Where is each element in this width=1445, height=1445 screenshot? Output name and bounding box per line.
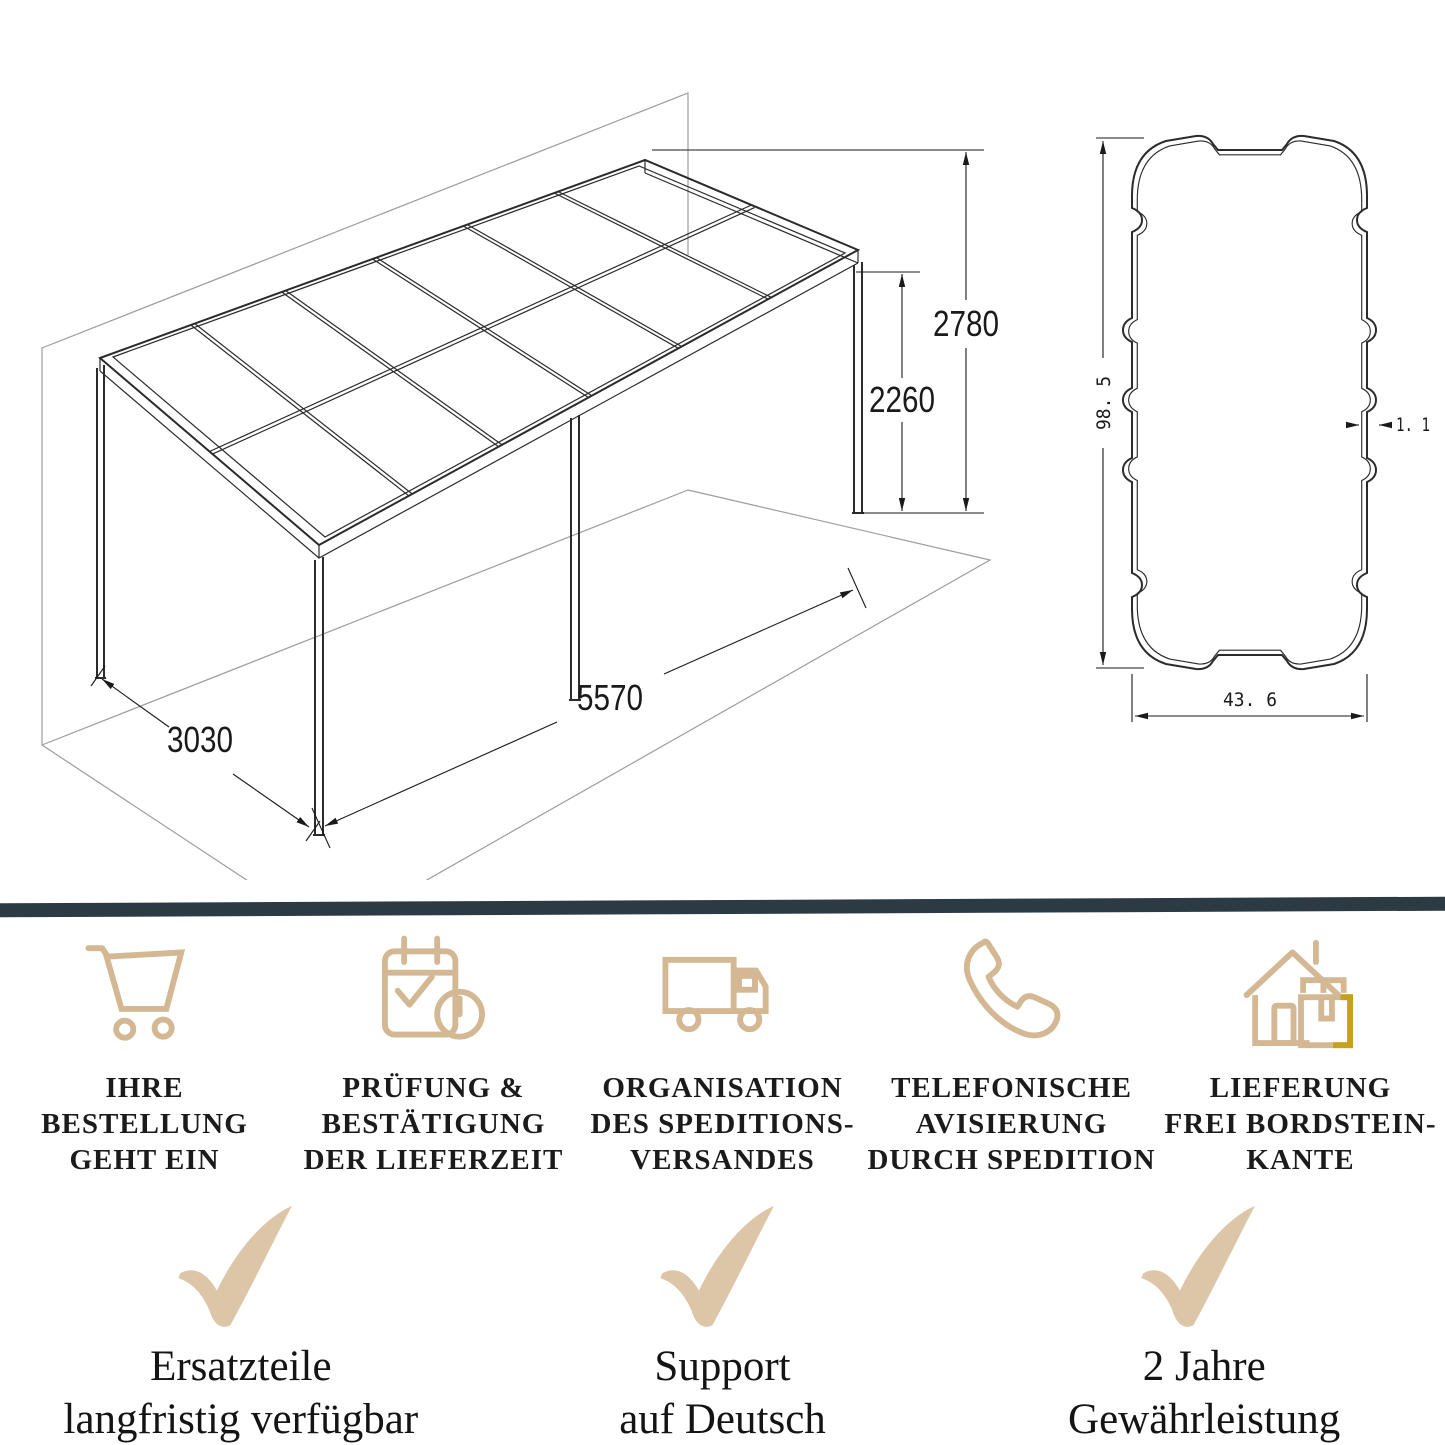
profile-dim-wall-thickness: 1. 1 (1396, 414, 1430, 436)
check-icon (178, 1205, 292, 1327)
service-step-delivery: LIEFERUNG FREI BORDSTEIN- KANTE (1156, 930, 1445, 1178)
benefit-spare-parts: Ersatzteile langfristig verfügbar (0, 1202, 482, 1445)
service-label: ORGANISATION DES SPEDITIONS- VERSANDES (591, 1070, 855, 1178)
calendar-check-icon (381, 935, 485, 1040)
benefit-label-line: Support (654, 1343, 791, 1390)
service-label: LIEFERUNG FREI BORDSTEIN- KANTE (1164, 1070, 1436, 1178)
divider-bar (0, 896, 1445, 918)
service-steps: IHRE BESTELLUNG GEHT EIN PRÜFUNG & BESTÄ… (0, 930, 1445, 1178)
service-label-line: FREI BORDSTEIN- (1164, 1108, 1437, 1140)
benefit-label: Ersatzteile langfristig verfügbar (64, 1340, 419, 1445)
benefit-label: Support auf Deutsch (619, 1340, 826, 1445)
benefit-label-line: langfristig verfügbar (63, 1396, 419, 1443)
dim-width: 5570 (577, 677, 643, 718)
benefit-label: 2 Jahre Gewährleistung (1068, 1340, 1340, 1445)
service-label-line: AVISIERUNG (915, 1108, 1108, 1140)
service-label-line: ORGANISATION (602, 1072, 843, 1104)
service-label-line: GEHT EIN (69, 1144, 220, 1176)
benefit-label-line: Ersatzteile (150, 1343, 332, 1390)
service-label-line: DURCH SPEDITION (867, 1144, 1156, 1176)
service-label: TELEFONISCHE AVISIERUNG DURCH SPEDITION (867, 1070, 1155, 1178)
benefit-label-line: Gewährleistung (1068, 1396, 1341, 1443)
cart-icon (85, 945, 185, 1041)
service-label: PRÜFUNG & BESTÄTIGUNG DER LIEFERZEIT (304, 1070, 564, 1178)
benefits: Ersatzteile langfristig verfügbar Suppor… (0, 1202, 1445, 1445)
technical-drawing: 2780 2260 5570 3030 98. 5 (41, 92, 1430, 880)
profile-dim-height: 98. 5 (1093, 376, 1115, 430)
benefit-label-line: 2 Jahre (1142, 1343, 1266, 1390)
dim-clear-height: 2260 (869, 379, 935, 420)
benefit-label-line: auf Deutsch (619, 1396, 826, 1443)
service-label-line: BESTÄTIGUNG (321, 1108, 546, 1140)
construction-lines (41, 92, 992, 880)
service-label-line: BESTELLUNG (41, 1108, 248, 1140)
pergola-isometric-drawing (95, 158, 864, 836)
service-label-line: VERSANDES (630, 1144, 815, 1176)
service-label: IHRE BESTELLUNG GEHT EIN (41, 1070, 248, 1178)
check-icon (659, 1205, 774, 1327)
profile-cross-section-drawing: 98. 5 43. 6 1. 1 (1093, 134, 1430, 722)
truck-icon (661, 956, 769, 1033)
service-label-line: TELEFONISCHE (891, 1072, 1132, 1104)
house-package-icon (1243, 939, 1353, 1049)
service-label-line: KANTE (1246, 1144, 1355, 1176)
service-step-confirmation: PRÜFUNG & BESTÄTIGUNG DER LIEFERZEIT (289, 930, 578, 1178)
service-step-order: IHRE BESTELLUNG GEHT EIN (0, 930, 289, 1178)
service-step-call: TELEFONISCHE AVISIERUNG DURCH SPEDITION (867, 930, 1156, 1178)
service-label-line: IHRE (105, 1072, 184, 1104)
service-label-line: LIEFERUNG (1209, 1072, 1392, 1104)
benefit-warranty: 2 Jahre Gewährleistung (963, 1202, 1445, 1445)
check-icon (1141, 1205, 1256, 1327)
service-step-shipping: ORGANISATION DES SPEDITIONS- VERSANDES (578, 930, 867, 1178)
phone-icon (963, 938, 1060, 1039)
profile-dim-width: 43. 6 (1223, 689, 1277, 711)
dim-depth: 3030 (167, 719, 233, 760)
service-label-line: PRÜFUNG & (342, 1072, 525, 1104)
service-label-line: DES SPEDITIONS- (590, 1108, 855, 1140)
pergola-dimensions: 2780 2260 5570 3030 (90, 149, 999, 849)
service-label-line: DER LIEFERZEIT (303, 1144, 564, 1176)
dim-total-height: 2780 (933, 303, 999, 344)
benefit-support: Support auf Deutsch (482, 1202, 964, 1445)
